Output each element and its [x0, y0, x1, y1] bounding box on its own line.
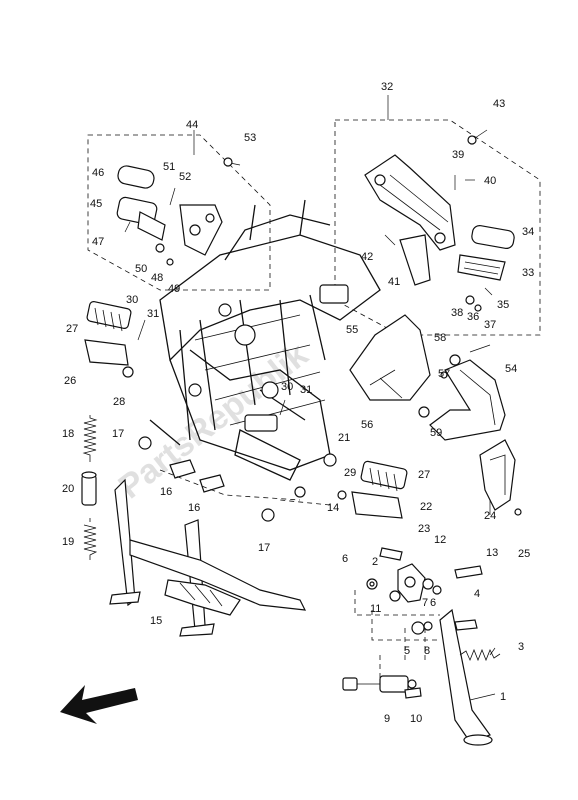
- callout-43: 43: [493, 98, 505, 110]
- callout-9: 9: [384, 713, 390, 725]
- rear-footrest-right-assembly: [364, 129, 515, 312]
- callout-30: 30: [126, 294, 138, 306]
- heel-guard-55: [349, 314, 431, 401]
- callout-30-repeat: 30: [281, 381, 293, 393]
- callout-55: 55: [346, 324, 358, 336]
- callout-27-repeat: 27: [418, 469, 430, 481]
- side-stand-1: [439, 608, 493, 746]
- callout-14: 14: [327, 502, 339, 514]
- callout-52: 52: [179, 171, 191, 183]
- callout-6: 6: [342, 553, 348, 565]
- callout-31: 31: [147, 308, 159, 320]
- callout-58: 58: [434, 332, 446, 344]
- callout-45: 45: [90, 198, 102, 210]
- callout-35: 35: [497, 299, 509, 311]
- callout-12: 12: [434, 534, 446, 546]
- callout-26: 26: [64, 375, 76, 387]
- group-box-32: [334, 119, 541, 336]
- callout-31-repeat: 31: [300, 384, 312, 396]
- callout-29: 29: [344, 467, 356, 479]
- callout-28: 28: [113, 396, 125, 408]
- callout-54: 54: [505, 363, 517, 375]
- callout-23: 23: [418, 523, 430, 535]
- callout-44: 44: [186, 119, 198, 131]
- callout-57: 57: [438, 368, 450, 380]
- callout-51: 51: [163, 161, 175, 173]
- callout-11: 11: [370, 603, 381, 615]
- callout-6-repeat: 6: [430, 597, 436, 609]
- arrow-front-left-icon: [60, 685, 138, 724]
- callout-22: 22: [420, 501, 432, 513]
- callout-38: 38: [451, 307, 463, 319]
- callout-49: 49: [168, 283, 180, 295]
- callout-10: 10: [410, 713, 422, 725]
- dashed-leads: [159, 469, 440, 680]
- spring-18: [82, 415, 98, 462]
- callout-48: 48: [151, 272, 163, 284]
- callout-13: 13: [486, 547, 498, 559]
- callout-leaders: [193, 95, 496, 701]
- callout-36: 36: [467, 311, 479, 323]
- callout-56: 56: [361, 419, 373, 431]
- callout-16: 16: [160, 486, 172, 498]
- callout-20: 20: [62, 483, 74, 495]
- callout-15: 15: [150, 615, 162, 627]
- main-frame: [149, 199, 381, 481]
- callout-4: 4: [474, 588, 480, 600]
- callout-24: 24: [484, 510, 496, 522]
- callout-8: 8: [424, 645, 430, 657]
- callout-42: 42: [361, 251, 373, 263]
- front-footrest-left: [84, 300, 134, 378]
- callout-33: 33: [522, 267, 534, 279]
- callout-17-repeat: 17: [258, 542, 270, 554]
- bracket-54: [429, 359, 506, 441]
- callout-32: 32: [381, 81, 393, 93]
- callout-47: 47: [92, 236, 104, 248]
- center-stand-15: [109, 478, 307, 637]
- callout-34: 34: [522, 226, 534, 238]
- callout-17: 17: [112, 428, 124, 440]
- rear-footrest-left-assembly: [116, 157, 241, 266]
- callout-18: 18: [62, 428, 74, 440]
- spring-3: [459, 648, 501, 662]
- callout-1: 1: [500, 691, 506, 703]
- callout-46: 46: [92, 167, 104, 179]
- callout-27: 27: [66, 323, 78, 335]
- side-stand-switch-9: [342, 675, 417, 693]
- bracket-2: [397, 563, 426, 603]
- callout-21: 21: [338, 432, 350, 444]
- callout-25: 25: [518, 548, 530, 560]
- callout-7: 7: [422, 597, 428, 609]
- callout-50: 50: [135, 263, 147, 275]
- front-footrest-right: [351, 460, 408, 519]
- spring-19: [83, 518, 98, 560]
- collar-20: [81, 471, 97, 506]
- guard-24: [479, 439, 516, 511]
- callout-37: 37: [484, 319, 496, 331]
- callout-59: 59: [430, 427, 442, 439]
- callout-53: 53: [244, 132, 256, 144]
- callout-39: 39: [452, 149, 464, 161]
- callout-41: 41: [388, 276, 400, 288]
- callout-5: 5: [404, 645, 410, 657]
- callout-16-repeat: 16: [188, 502, 200, 514]
- callout-3: 3: [518, 641, 524, 653]
- group-box-44: [87, 134, 271, 291]
- callout-19: 19: [62, 536, 74, 548]
- callout-40: 40: [484, 175, 496, 187]
- callout-2: 2: [372, 556, 378, 568]
